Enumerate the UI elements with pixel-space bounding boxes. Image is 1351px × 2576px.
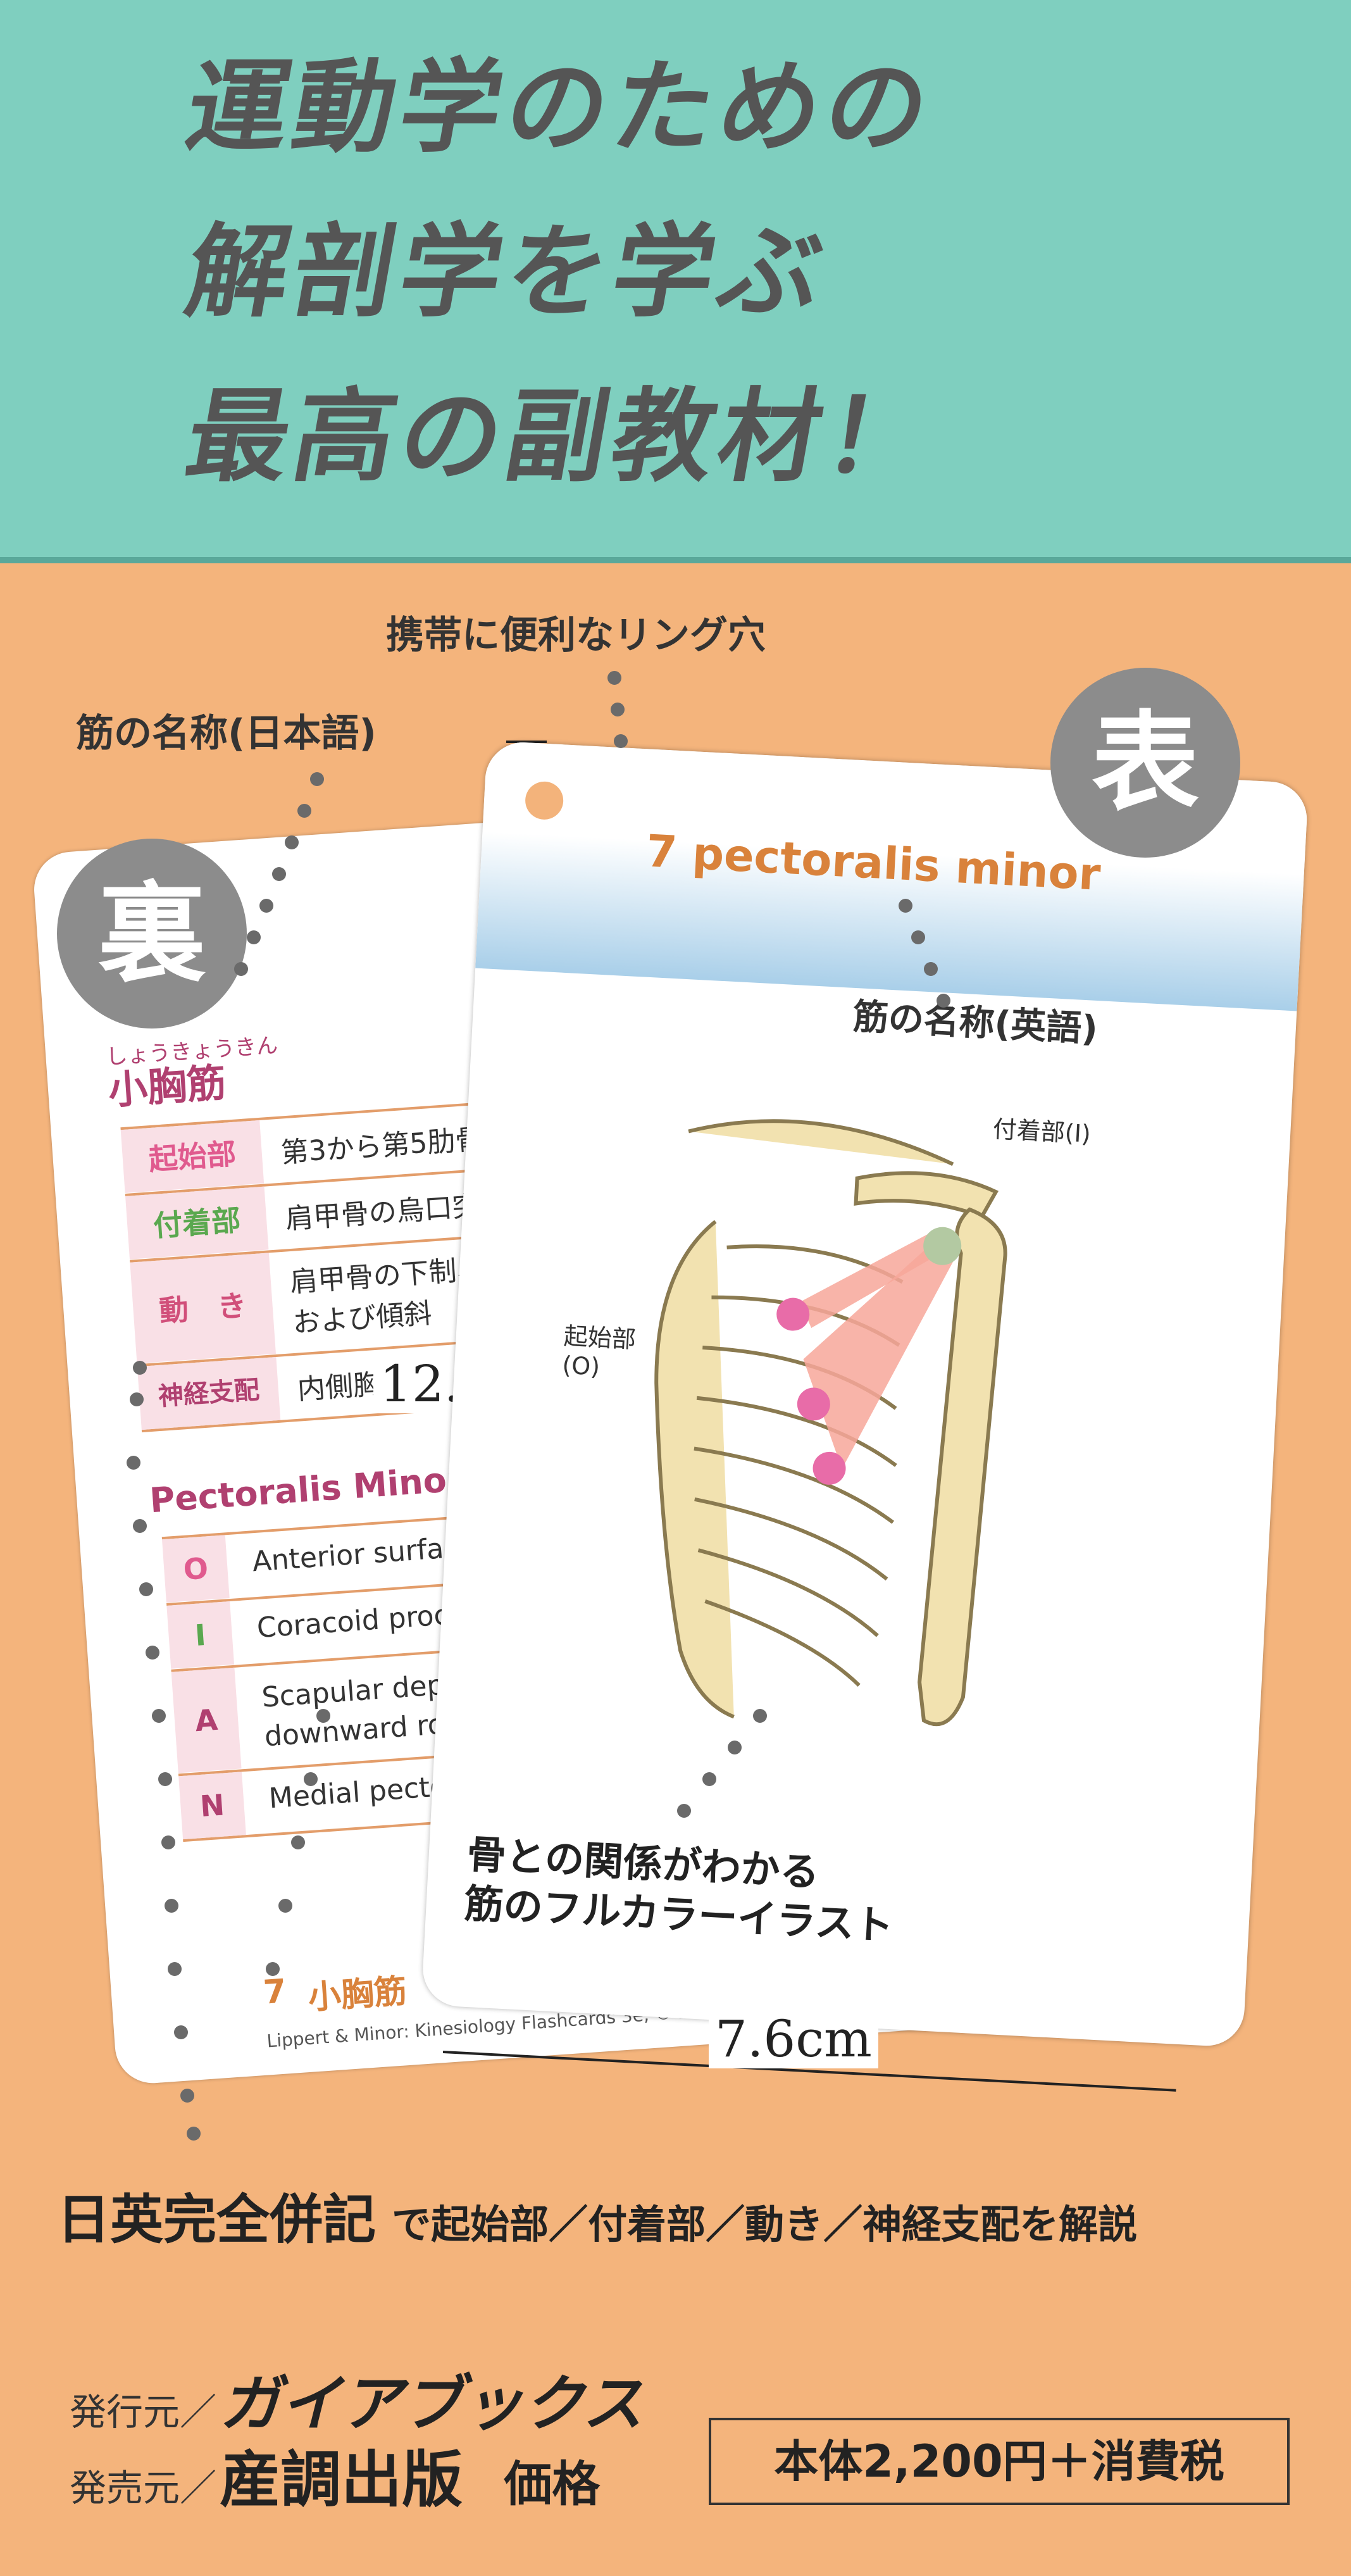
front-badge: 表 (1050, 668, 1240, 858)
issuer-name: ガイアブックス (220, 2368, 644, 2439)
bilingual-rest: で起始部／付着部／動き／神経支配を解説 (392, 2201, 1138, 2248)
width-dimension-label: 7.6cm (709, 2010, 878, 2068)
price-box: 本体2,200円＋消費税 (709, 2418, 1290, 2505)
headline-line-3: 最高の副教材！ (178, 377, 943, 496)
en-key: A (171, 1667, 242, 1773)
jp-key: 起始部 (120, 1120, 265, 1194)
headline-line-1: 運動学のための (178, 48, 943, 166)
bilingual-strong: 日英完全併記 (57, 2189, 377, 2251)
seller-name: 産調出版 (220, 2444, 463, 2515)
back-title-en: Pectoralis Minor (148, 1458, 465, 1521)
top-banner: 運動学のための 解剖学を学ぶ 最高の副教材！ (0, 0, 1351, 563)
jp-key: 付着部 (125, 1186, 269, 1260)
insertion-label: 付着部(I) (992, 1115, 1092, 1148)
en-key: I (166, 1601, 235, 1669)
issuer-label: 発行元／ (70, 2391, 217, 2434)
issuer-line: 発行元／ ガイアブックス (70, 2354, 643, 2442)
jp-key: 動 き (130, 1253, 276, 1364)
callout-ring-hole: 携帯に便利なリング穴 (386, 613, 766, 658)
height-dimension-tick-top (506, 741, 547, 743)
bilingual-caption: 日英完全併記 で起始部／付着部／動き／神経支配を解説 (57, 2177, 1137, 2254)
callout-name-jp: 筋の名称(日本語) (76, 711, 377, 756)
en-key: O (161, 1535, 230, 1603)
price-label: 価格 (504, 2456, 601, 2512)
back-badge: 裏 (57, 839, 247, 1029)
seller-line: 発売元／ 産調出版 価格 (70, 2430, 600, 2518)
en-key: N (178, 1772, 246, 1840)
origin-label: 起始部 (O) (561, 1322, 637, 1381)
jp-key: 神経支配 (137, 1356, 281, 1430)
front-card: 7 pectoralis minor 筋の名称(英語) 付着部(I) 起始部 (… (421, 741, 1309, 2048)
back-footer-number: 7 (262, 1972, 288, 2012)
back-title-jp: 小胸筋 (106, 1059, 228, 1114)
skeleton-illustration (654, 1119, 1007, 1727)
back-footer-name: 小胸筋 (307, 1972, 408, 2017)
seller-label: 発売元／ (70, 2467, 217, 2510)
headline-line-2: 解剖学を学ぶ (178, 213, 837, 331)
